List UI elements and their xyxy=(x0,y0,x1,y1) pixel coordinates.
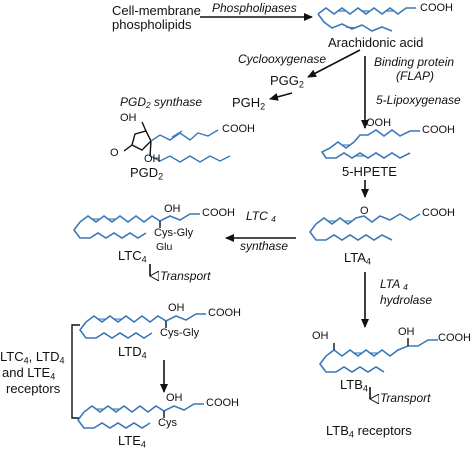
ltc4-synthase-label-line2: synthase xyxy=(240,239,289,253)
ltd4-label: LTD4 xyxy=(118,344,147,361)
ltc4-synthase-label-line1: LTC 4 xyxy=(246,209,276,225)
cys-gly-ltc4: Cys-Gly xyxy=(154,227,194,239)
transport-label-right: Transport xyxy=(380,391,431,405)
pgg2-label: PGG2 xyxy=(270,73,304,90)
o-lta4: O xyxy=(360,205,369,217)
pgd2-label: PGD2 xyxy=(130,165,164,182)
reaction-arrows xyxy=(150,13,370,399)
cooh-ltb4: COOH xyxy=(438,332,471,344)
source-label-line1: Cell-membrane xyxy=(112,3,201,18)
lta4-hydrolase-label-line2: hydrolase xyxy=(380,293,433,307)
oh-pgd2-bottom: OH xyxy=(144,153,161,165)
cyclooxygenase-label: Cyclooxygenase xyxy=(238,52,327,66)
pgd2-synthase-label: PGD2 synthase xyxy=(120,95,203,111)
ltb4-structure xyxy=(319,338,438,373)
oh-pgd2-top: OH xyxy=(120,112,137,124)
pgh2-label: PGH2 xyxy=(232,95,266,112)
lte4-structure xyxy=(77,403,204,429)
cooh-arachidonic: COOH xyxy=(420,2,453,14)
cooh-hpete: COOH xyxy=(422,124,455,136)
cooh-ltc4: COOH xyxy=(202,207,235,219)
ltb4-receptors-label: LTB4 receptors xyxy=(326,423,412,440)
5-hpete-label: 5-HPETE xyxy=(342,164,397,179)
phospholipases-label: Phospholipases xyxy=(212,1,297,15)
transport-label-left: Transport xyxy=(160,269,211,283)
cooh-pgd2: COOH xyxy=(222,123,255,135)
oh-ltd4: OH xyxy=(168,302,185,314)
cooh-lta4: COOH xyxy=(422,207,455,219)
source-label-line2: phospholipids xyxy=(112,17,192,32)
binding-protein-label-line2: (FLAP) xyxy=(396,69,435,83)
arrow-to-pgg2 xyxy=(307,49,361,78)
lta4-hydrolase-label-line1: LTA 4 xyxy=(380,277,408,293)
receptors-label-line2: and LTE4 xyxy=(2,365,56,382)
lte4-label: LTE4 xyxy=(118,433,146,450)
arrow-to-pgh2 xyxy=(269,92,293,101)
receptors-label-line3: receptors xyxy=(6,381,61,396)
lta4-structure xyxy=(309,213,421,241)
oh-lte4: OH xyxy=(166,392,183,404)
oh-ltc4: OH xyxy=(164,203,181,215)
receptors-label-line1: LTC4, LTD4 xyxy=(0,349,65,366)
cys-lte4: Cys xyxy=(158,417,177,429)
ooh-hpete: OOH xyxy=(366,117,392,129)
ltc4-label: LTC4 xyxy=(118,248,147,265)
cooh-ltd4: COOH xyxy=(208,307,241,319)
arachidonic-acid-structure xyxy=(317,7,416,32)
arachidonic-acid-label: Arachidonic acid xyxy=(328,35,424,50)
oh-ltb4-left: OH xyxy=(312,330,329,342)
binding-protein-label-line1: Binding protein xyxy=(374,55,455,69)
5-lipoxygenase-label: 5-Lipoxygenase xyxy=(376,93,461,107)
5-hpete-structure xyxy=(320,129,420,159)
ltb4-label: LTB4 xyxy=(340,377,368,394)
pgd2-structure xyxy=(123,121,231,163)
receptor-bracket xyxy=(71,324,80,419)
cys-gly-ltd4: Cys-Gly xyxy=(160,327,200,339)
glu-ltc4: Glu xyxy=(156,241,173,253)
o-pgd2: O xyxy=(110,147,119,159)
cooh-lte4: COOH xyxy=(206,397,239,409)
ltd4-structure xyxy=(79,313,206,339)
ltc4-structure xyxy=(73,213,200,239)
lta4-label: LTA4 xyxy=(344,250,371,267)
oh-ltb4-right: OH xyxy=(398,326,415,338)
